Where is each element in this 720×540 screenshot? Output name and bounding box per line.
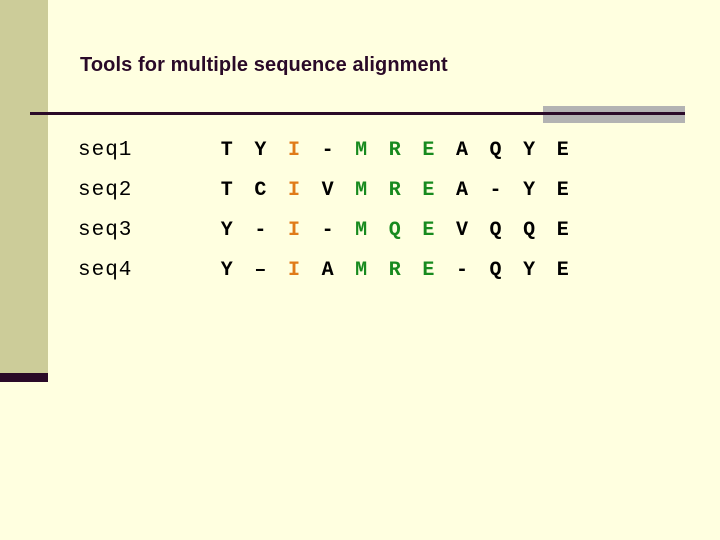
residue-cell: -	[321, 218, 334, 242]
residue-cell: A	[455, 178, 468, 202]
residue-cell: I	[287, 178, 300, 202]
residue-cell: E	[556, 258, 569, 282]
residue-cell: –	[254, 258, 267, 282]
title-rule-line	[30, 112, 685, 115]
residue-cell: R	[388, 138, 401, 162]
residue-cell: Y	[220, 218, 233, 242]
sequence-label-seq4: seq4	[78, 258, 133, 282]
residue-cell: R	[388, 178, 401, 202]
residue-cell: Q	[523, 218, 536, 242]
residue-cell: E	[422, 218, 435, 242]
residue-cell: E	[556, 138, 569, 162]
slide-title: Tools for multiple sequence alignment	[80, 54, 448, 76]
residue-cell: Y	[220, 258, 233, 282]
residue-cell: V	[455, 218, 468, 242]
residue-cell: Y	[523, 258, 536, 282]
residue-cell: -	[455, 258, 468, 282]
residue-cell: C	[254, 178, 267, 202]
residue-cell: T	[220, 138, 233, 162]
residue-cell: I	[287, 258, 300, 282]
sequence-label-seq2: seq2	[78, 178, 133, 202]
residue-cell: Q	[489, 138, 502, 162]
residue-cell: A	[455, 138, 468, 162]
residue-cell: E	[422, 258, 435, 282]
residue-cell: Y	[523, 138, 536, 162]
residue-cell: Y	[254, 138, 267, 162]
residue-cell: Q	[489, 258, 502, 282]
residue-cell: E	[422, 138, 435, 162]
sequence-label-seq1: seq1	[78, 138, 133, 162]
residue-cell: Q	[489, 218, 502, 242]
residue-cell: A	[321, 258, 334, 282]
residue-cell: M	[355, 138, 368, 162]
residue-cell: E	[556, 178, 569, 202]
residue-cell: Q	[388, 218, 401, 242]
left-accent-band-foot	[0, 373, 48, 382]
residue-cell: T	[220, 178, 233, 202]
residue-cell: -	[254, 218, 267, 242]
residue-cell: M	[355, 178, 368, 202]
residue-cell: Y	[523, 178, 536, 202]
residue-cell: -	[321, 138, 334, 162]
residue-cell: E	[422, 178, 435, 202]
sequence-label-seq3: seq3	[78, 218, 133, 242]
residue-cell: -	[489, 178, 502, 202]
residue-cell: V	[321, 178, 334, 202]
residue-cell: I	[287, 218, 300, 242]
residue-cell: R	[388, 258, 401, 282]
residue-cell: E	[556, 218, 569, 242]
residue-cell: M	[355, 218, 368, 242]
residue-cell: M	[355, 258, 368, 282]
left-accent-band	[0, 0, 48, 373]
residue-cell: I	[287, 138, 300, 162]
